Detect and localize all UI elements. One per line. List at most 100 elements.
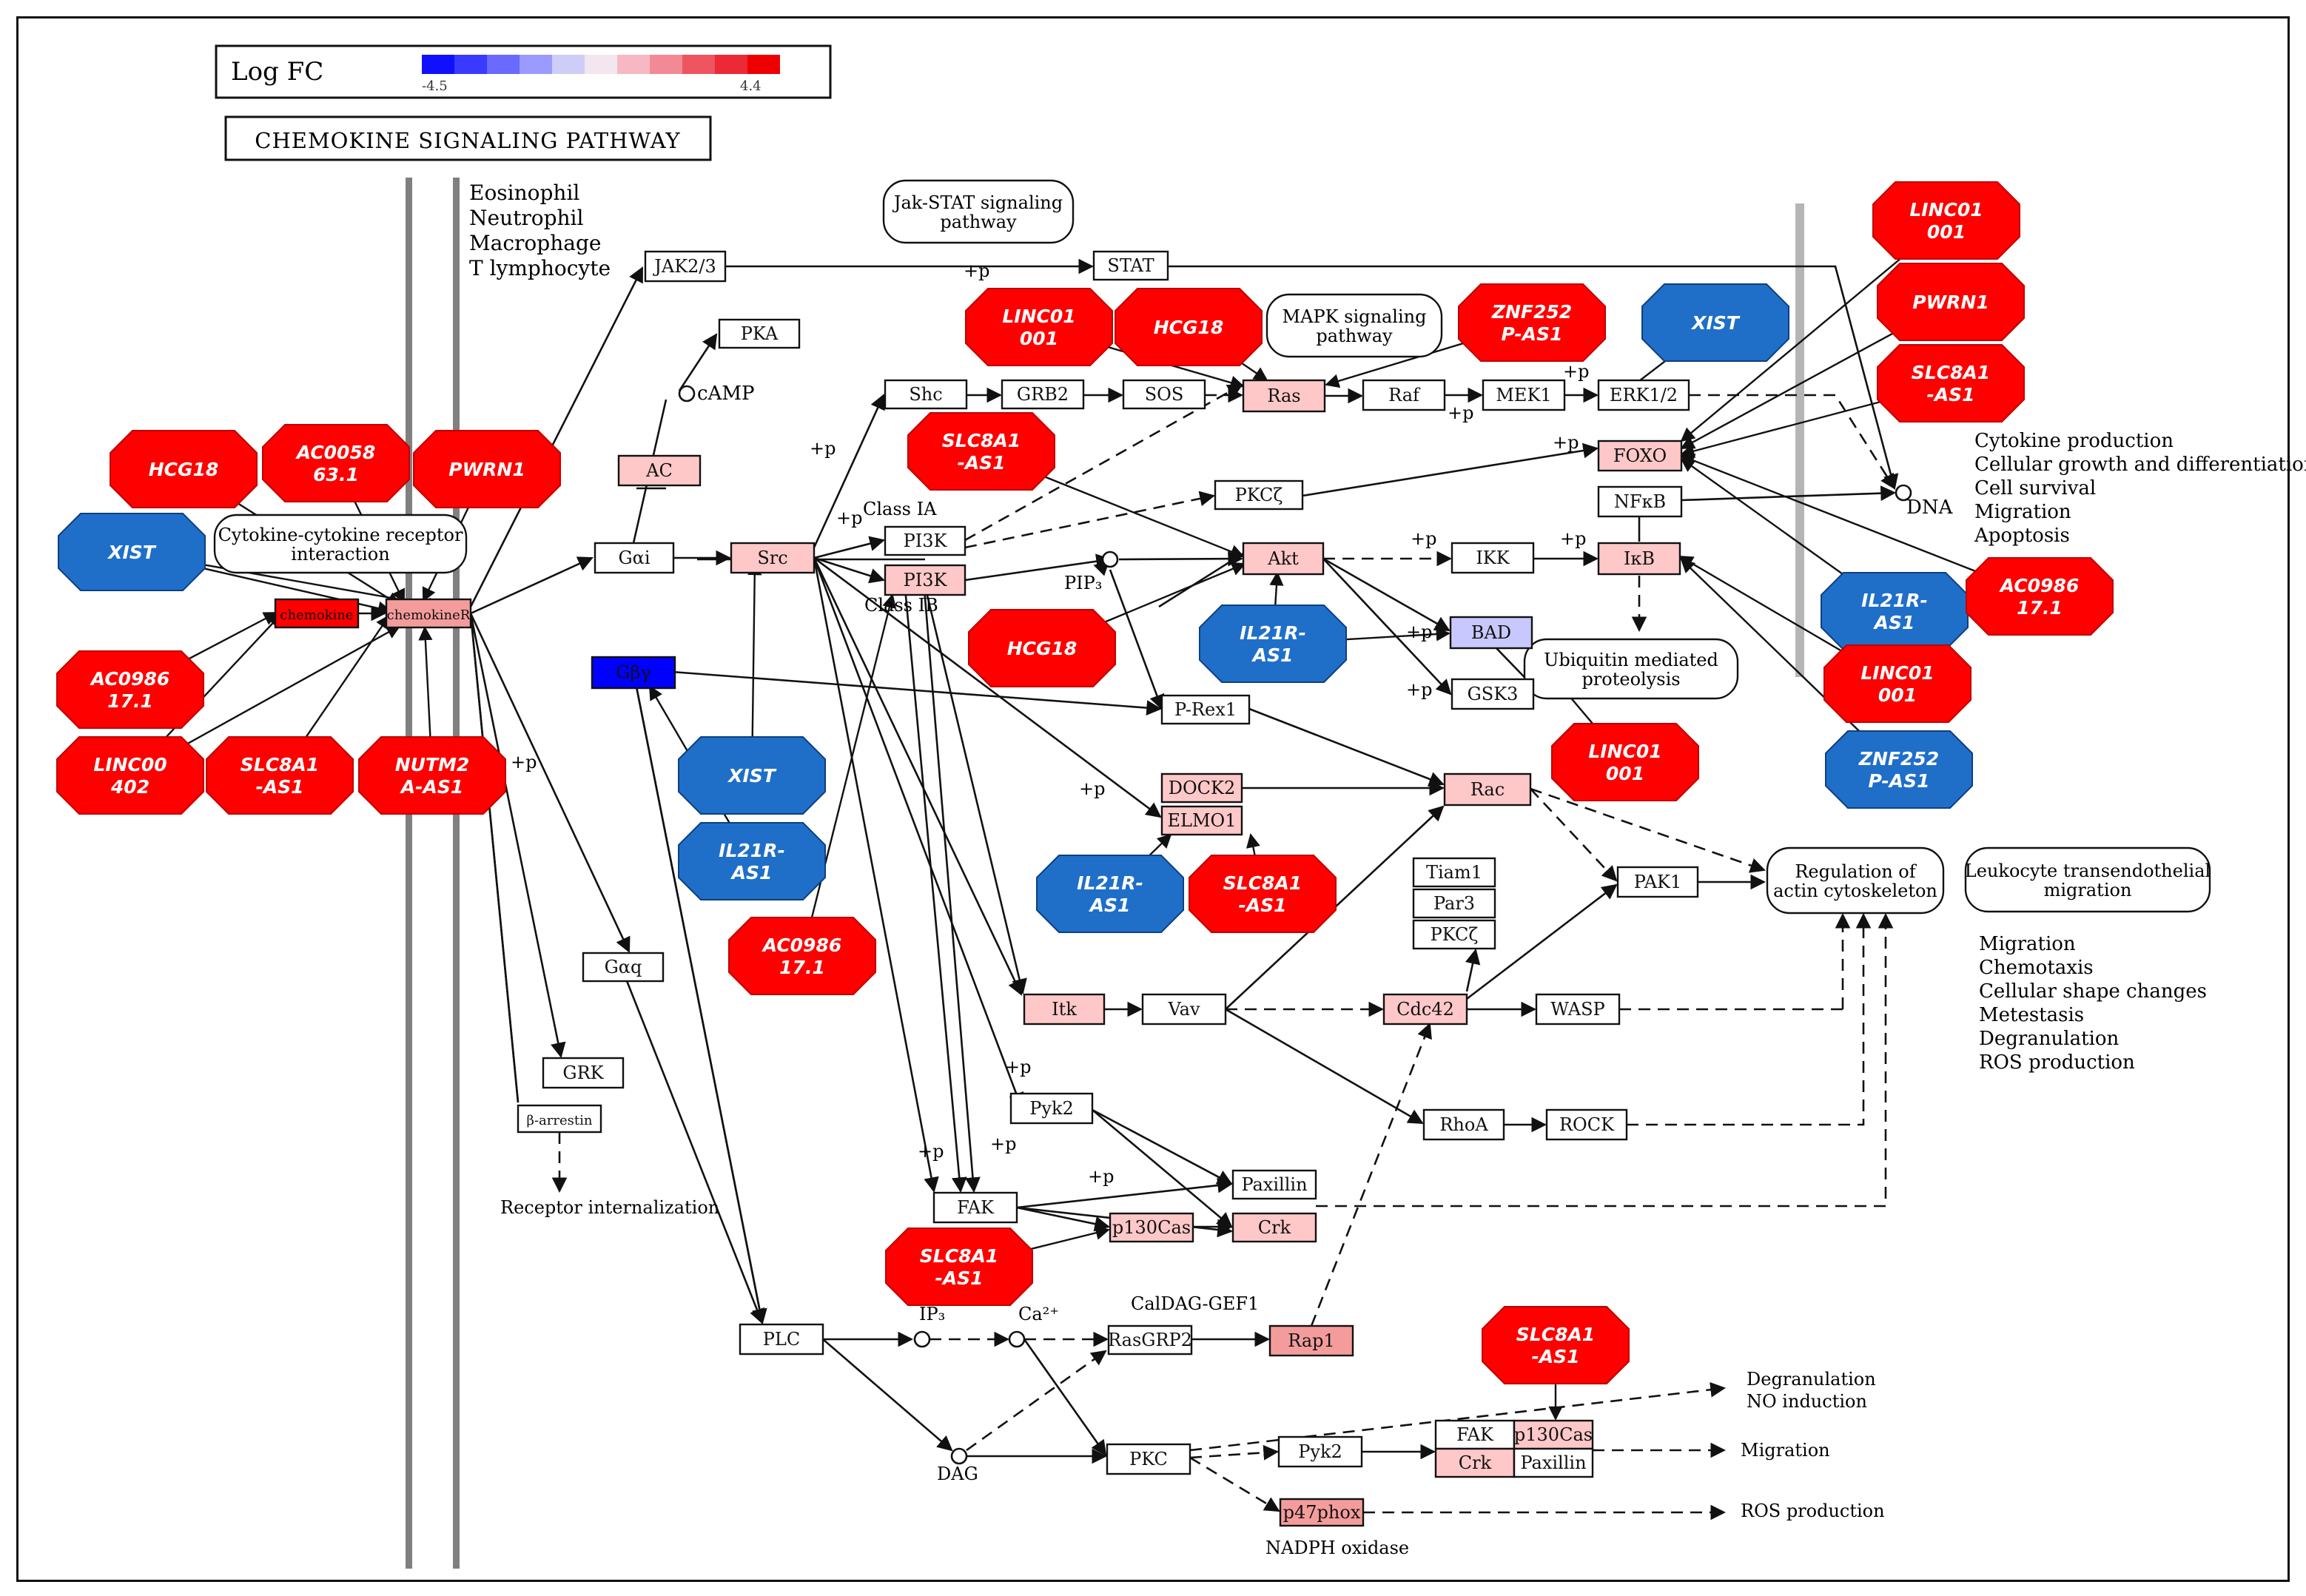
lncrna-l1[interactable]: HCG18 [110,430,258,508]
gene-cdc42[interactable]: Cdc42 [1382,993,1468,1026]
gene-prex1[interactable]: P-Rex1 [1160,694,1251,725]
lncrna-l16[interactable]: SLC8A1-AS1 [907,412,1055,491]
gene-akt[interactable]: Akt [1242,542,1325,576]
lncrna-l3[interactable]: PWRN1 [413,430,561,508]
gene-ras[interactable]: Ras [1242,379,1326,413]
lncrna-l14[interactable]: PWRN1 [1877,263,2025,341]
gene-tiam1[interactable]: Tiam1 [1412,857,1496,888]
gene-wasp[interactable]: WASP [1535,993,1621,1026]
lncrna-l26[interactable]: IL21R-AS1 [1036,855,1184,933]
gene-shc[interactable]: Shc [884,379,968,410]
gene-rac[interactable]: Rac [1443,772,1532,807]
gene-gaq[interactable]: Gαq [582,952,665,983]
gene-chemokineR[interactable]: chemokineR [385,598,472,629]
gene-rap1[interactable]: Rap1 [1268,1324,1354,1357]
lncrna-l18[interactable]: IL21R-AS1 [1199,605,1347,683]
gene-pi3k2[interactable]: PI3K [884,564,967,596]
gene-pak1[interactable]: PAK1 [1616,866,1699,898]
gene-raf[interactable]: Raf [1362,379,1446,411]
gene-crk[interactable]: Crk [1231,1212,1317,1243]
edge [1189,1381,1727,1452]
gene-plc[interactable]: PLC [739,1323,824,1356]
label-outcomes2: Migration [1979,933,2076,955]
gene-jak23[interactable]: JAK2/3 [644,250,727,283]
gene-sos[interactable]: SOS [1122,379,1206,410]
gene-fak[interactable]: FAK [932,1191,1018,1224]
gene-label: Src [757,548,787,568]
lncrna-l10[interactable]: HCG18 [1115,288,1263,366]
gene-p130cas2[interactable]: p130Cas [1513,1419,1594,1450]
gene-bad[interactable]: BAD [1449,616,1533,650]
gene-pkcz[interactable]: PKCζ [1214,479,1304,511]
gene-pka[interactable]: PKA [718,318,801,349]
gene-pkc[interactable]: PKC [1106,1443,1191,1475]
gene-rasgrp2[interactable]: RasGRP2 [1107,1324,1193,1356]
gene-paxillin2[interactable]: Paxillin [1513,1447,1594,1478]
gene-chemokine[interactable]: chemokine [274,598,360,629]
gene-mek1[interactable]: MEK1 [1482,379,1566,411]
gene-dock2[interactable]: DOCK2 [1160,772,1243,804]
gene-rock[interactable]: ROCK [1545,1108,1628,1141]
gene-foxo[interactable]: FOXO [1597,440,1683,472]
lncrna-l27[interactable]: SLC8A1-AS1 [1189,855,1337,933]
lncrna-l29[interactable]: SLC8A1-AS1 [885,1228,1033,1306]
gene-barr[interactable]: β-arrestin [517,1104,602,1134]
gene-gby[interactable]: Gβγ [591,656,676,690]
gene-gsk3[interactable]: GSK3 [1451,678,1535,710]
lncrna-l12[interactable]: XIST [1641,283,1789,362]
gene-vav[interactable]: Vav [1141,993,1227,1026]
gene-gai[interactable]: Gαi [594,542,675,574]
edge [813,394,885,548]
gene-p47phox[interactable]: p47phox [1279,1498,1365,1527]
label-degran: Degranulation [1747,1369,1876,1390]
gene-par3[interactable]: Par3 [1412,888,1496,919]
gene-pkcz2[interactable]: PKCζ [1412,919,1496,950]
lncrna-l30[interactable]: SLC8A1-AS1 [1482,1306,1630,1384]
gene-pyk2b[interactable]: Pyk2 [1277,1435,1363,1468]
lncrna-l7[interactable]: SLC8A1-AS1 [206,736,354,815]
lncrna-l24[interactable]: XIST [678,736,826,815]
label-camp: cAMP [697,383,754,405]
gene-ac[interactable]: AC [617,454,702,487]
gene-grb2[interactable]: GRB2 [1001,379,1085,410]
gene-grk[interactable]: GRK [542,1057,625,1089]
lncrna-l15[interactable]: SLC8A1-AS1 [1877,344,2025,422]
gene-src[interactable]: Src [730,542,816,574]
gene-itk[interactable]: Itk [1023,993,1106,1026]
gene-rhoa[interactable]: RhoA [1422,1108,1505,1141]
legend-min-label: -4.5 [422,78,448,94]
gene-fak2[interactable]: FAK [1434,1419,1516,1450]
gene-stat[interactable]: STAT [1092,250,1169,281]
gene-crk2[interactable]: Crk [1434,1447,1516,1478]
gene-label: P-Rex1 [1174,699,1237,720]
pathway-title-box: CHEMOKINE SIGNALING PATHWAY [224,115,712,161]
gene-label: Shc [909,384,942,405]
gene-ikk[interactable]: IKK [1451,542,1535,574]
gene-paxillin[interactable]: Paxillin [1231,1169,1317,1200]
lncrna-l17[interactable]: HCG18 [968,609,1116,687]
gene-pi3k1[interactable]: PI3K [884,525,967,556]
lncrna-l19[interactable]: IL21R-AS1 [1821,572,1969,650]
lncrna-l25[interactable]: IL21R-AS1 [678,822,826,900]
lncrna-label: ZNF252 [1858,748,1939,770]
gene-ikb[interactable]: IκB [1597,542,1681,576]
edge [1316,912,1894,1208]
gene-nfkb[interactable]: NFκB [1597,485,1683,518]
gene-erk12[interactable]: ERK1/2 [1597,379,1690,411]
lncrna-l4[interactable]: XIST [58,513,206,591]
gene-elmo1[interactable]: ELMO1 [1160,805,1243,836]
gene-pyk2a[interactable]: Pyk2 [1009,1092,1094,1125]
gene-p130cas[interactable]: p130Cas [1109,1212,1194,1243]
